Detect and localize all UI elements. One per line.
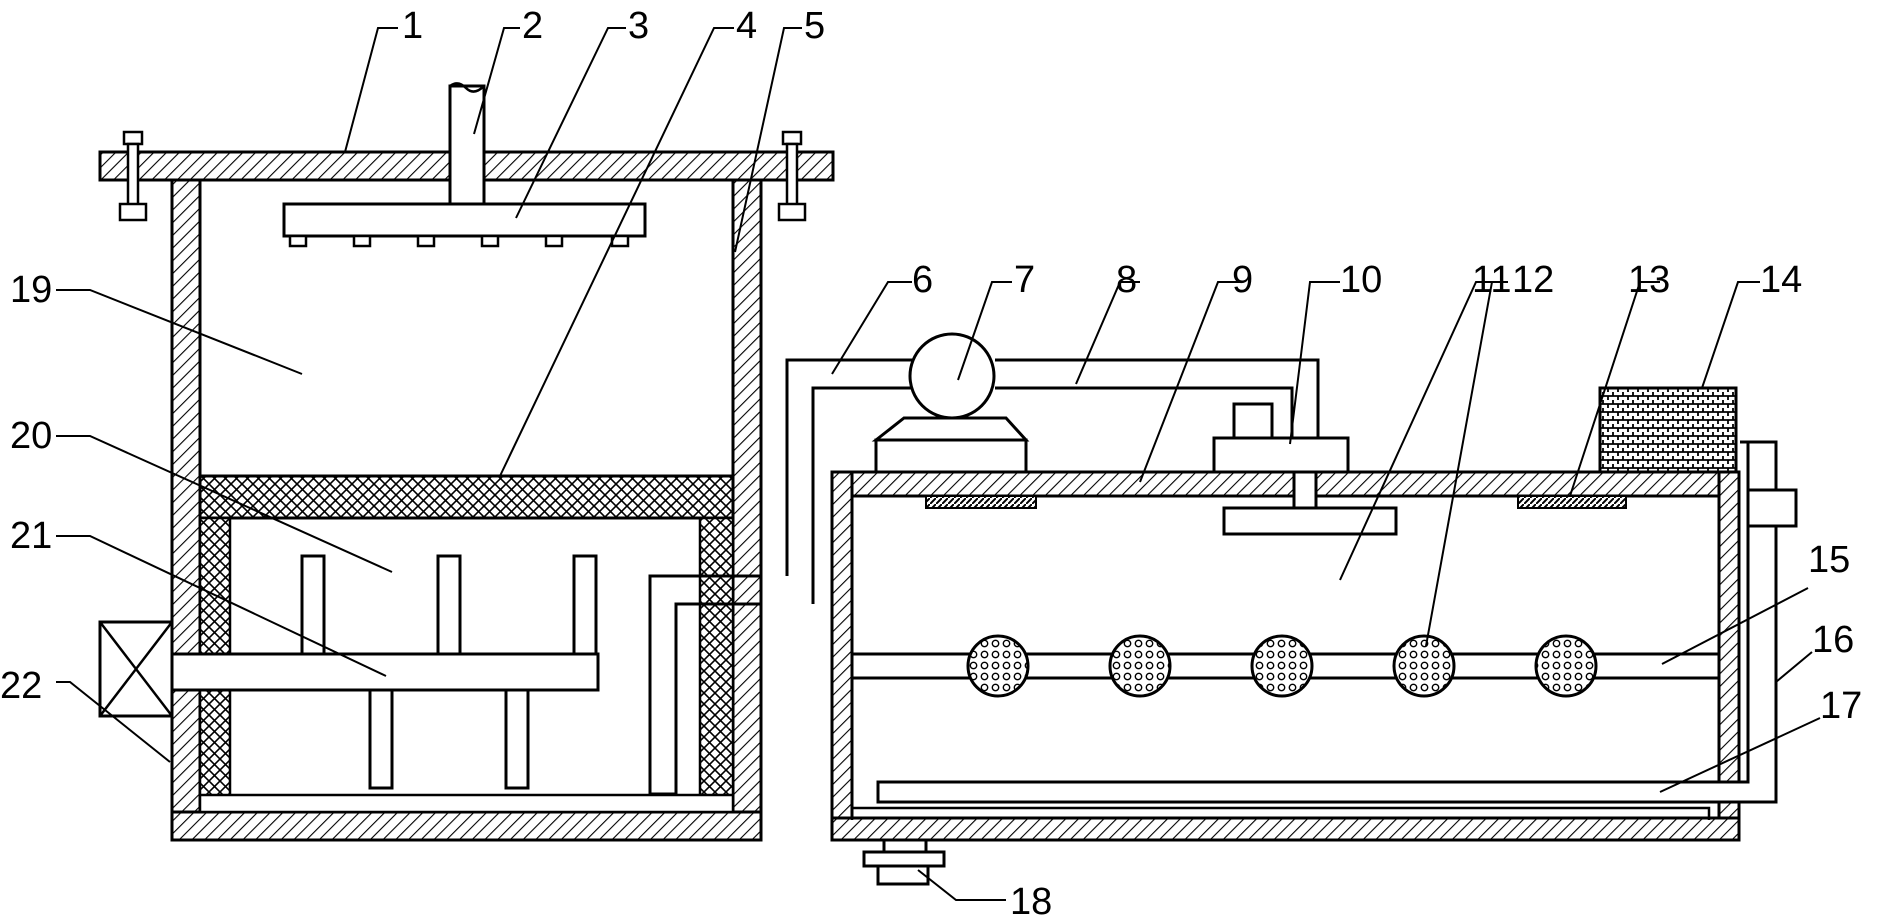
motor-top [1232, 402, 1274, 440]
valve [1746, 488, 1798, 528]
label-6: 6 [912, 259, 933, 301]
filter-box [1598, 386, 1738, 474]
label-8: 8 [1116, 259, 1137, 301]
filter-plate [198, 474, 735, 520]
left-tank [98, 82, 835, 842]
stirring-shaft [170, 652, 600, 692]
liner-bottom [198, 793, 735, 814]
spray-nozzles [288, 234, 630, 248]
label-3: 3 [628, 5, 649, 47]
label-17: 17 [1820, 685, 1862, 727]
lamp-left [925, 495, 1037, 509]
label-19: 19 [10, 269, 52, 311]
label-1: 1 [402, 5, 423, 47]
stirrer-motor [98, 620, 174, 718]
label-4: 4 [736, 5, 757, 47]
transfer-pipe [648, 358, 1320, 796]
callout-labels: 1 2 3 4 5 6 7 8 9 10 11 12 13 14 15 16 1… [0, 5, 1862, 919]
label-11: 11 [1472, 259, 1511, 301]
label-16: 16 [1812, 619, 1854, 661]
spray-head [282, 202, 647, 238]
label-2: 2 [522, 5, 543, 47]
right-tank [830, 386, 1798, 886]
label-18: 18 [1010, 881, 1052, 919]
lamp-right [1517, 495, 1627, 509]
bottom-wall [170, 810, 763, 842]
bolt-left [118, 130, 148, 222]
motor-shaft [1292, 470, 1318, 510]
tank-top [830, 470, 1741, 498]
motor-body [1212, 436, 1350, 474]
right-wall [731, 178, 763, 842]
label-9: 9 [1232, 259, 1253, 301]
label-10: 10 [1340, 259, 1382, 301]
tank-left-wall [830, 470, 854, 842]
bolt-right [777, 130, 807, 222]
liner-right [698, 516, 735, 814]
leader-lines [56, 27, 1821, 901]
stirring-blades [300, 554, 598, 790]
inlet-pipe [448, 84, 486, 206]
label-5: 5 [804, 5, 825, 47]
label-14: 14 [1760, 259, 1802, 301]
filter-balls [966, 634, 1598, 698]
label-21: 21 [10, 515, 52, 557]
label-12: 12 [1512, 259, 1554, 301]
label-20: 20 [10, 415, 52, 457]
label-15: 15 [1808, 539, 1850, 581]
label-13: 13 [1628, 259, 1670, 301]
label-7: 7 [1014, 259, 1035, 301]
drain-valve [862, 838, 946, 886]
tank-bottom [830, 816, 1741, 842]
label-22: 22 [0, 665, 42, 707]
left-wall [170, 178, 202, 842]
pump [871, 332, 1030, 474]
